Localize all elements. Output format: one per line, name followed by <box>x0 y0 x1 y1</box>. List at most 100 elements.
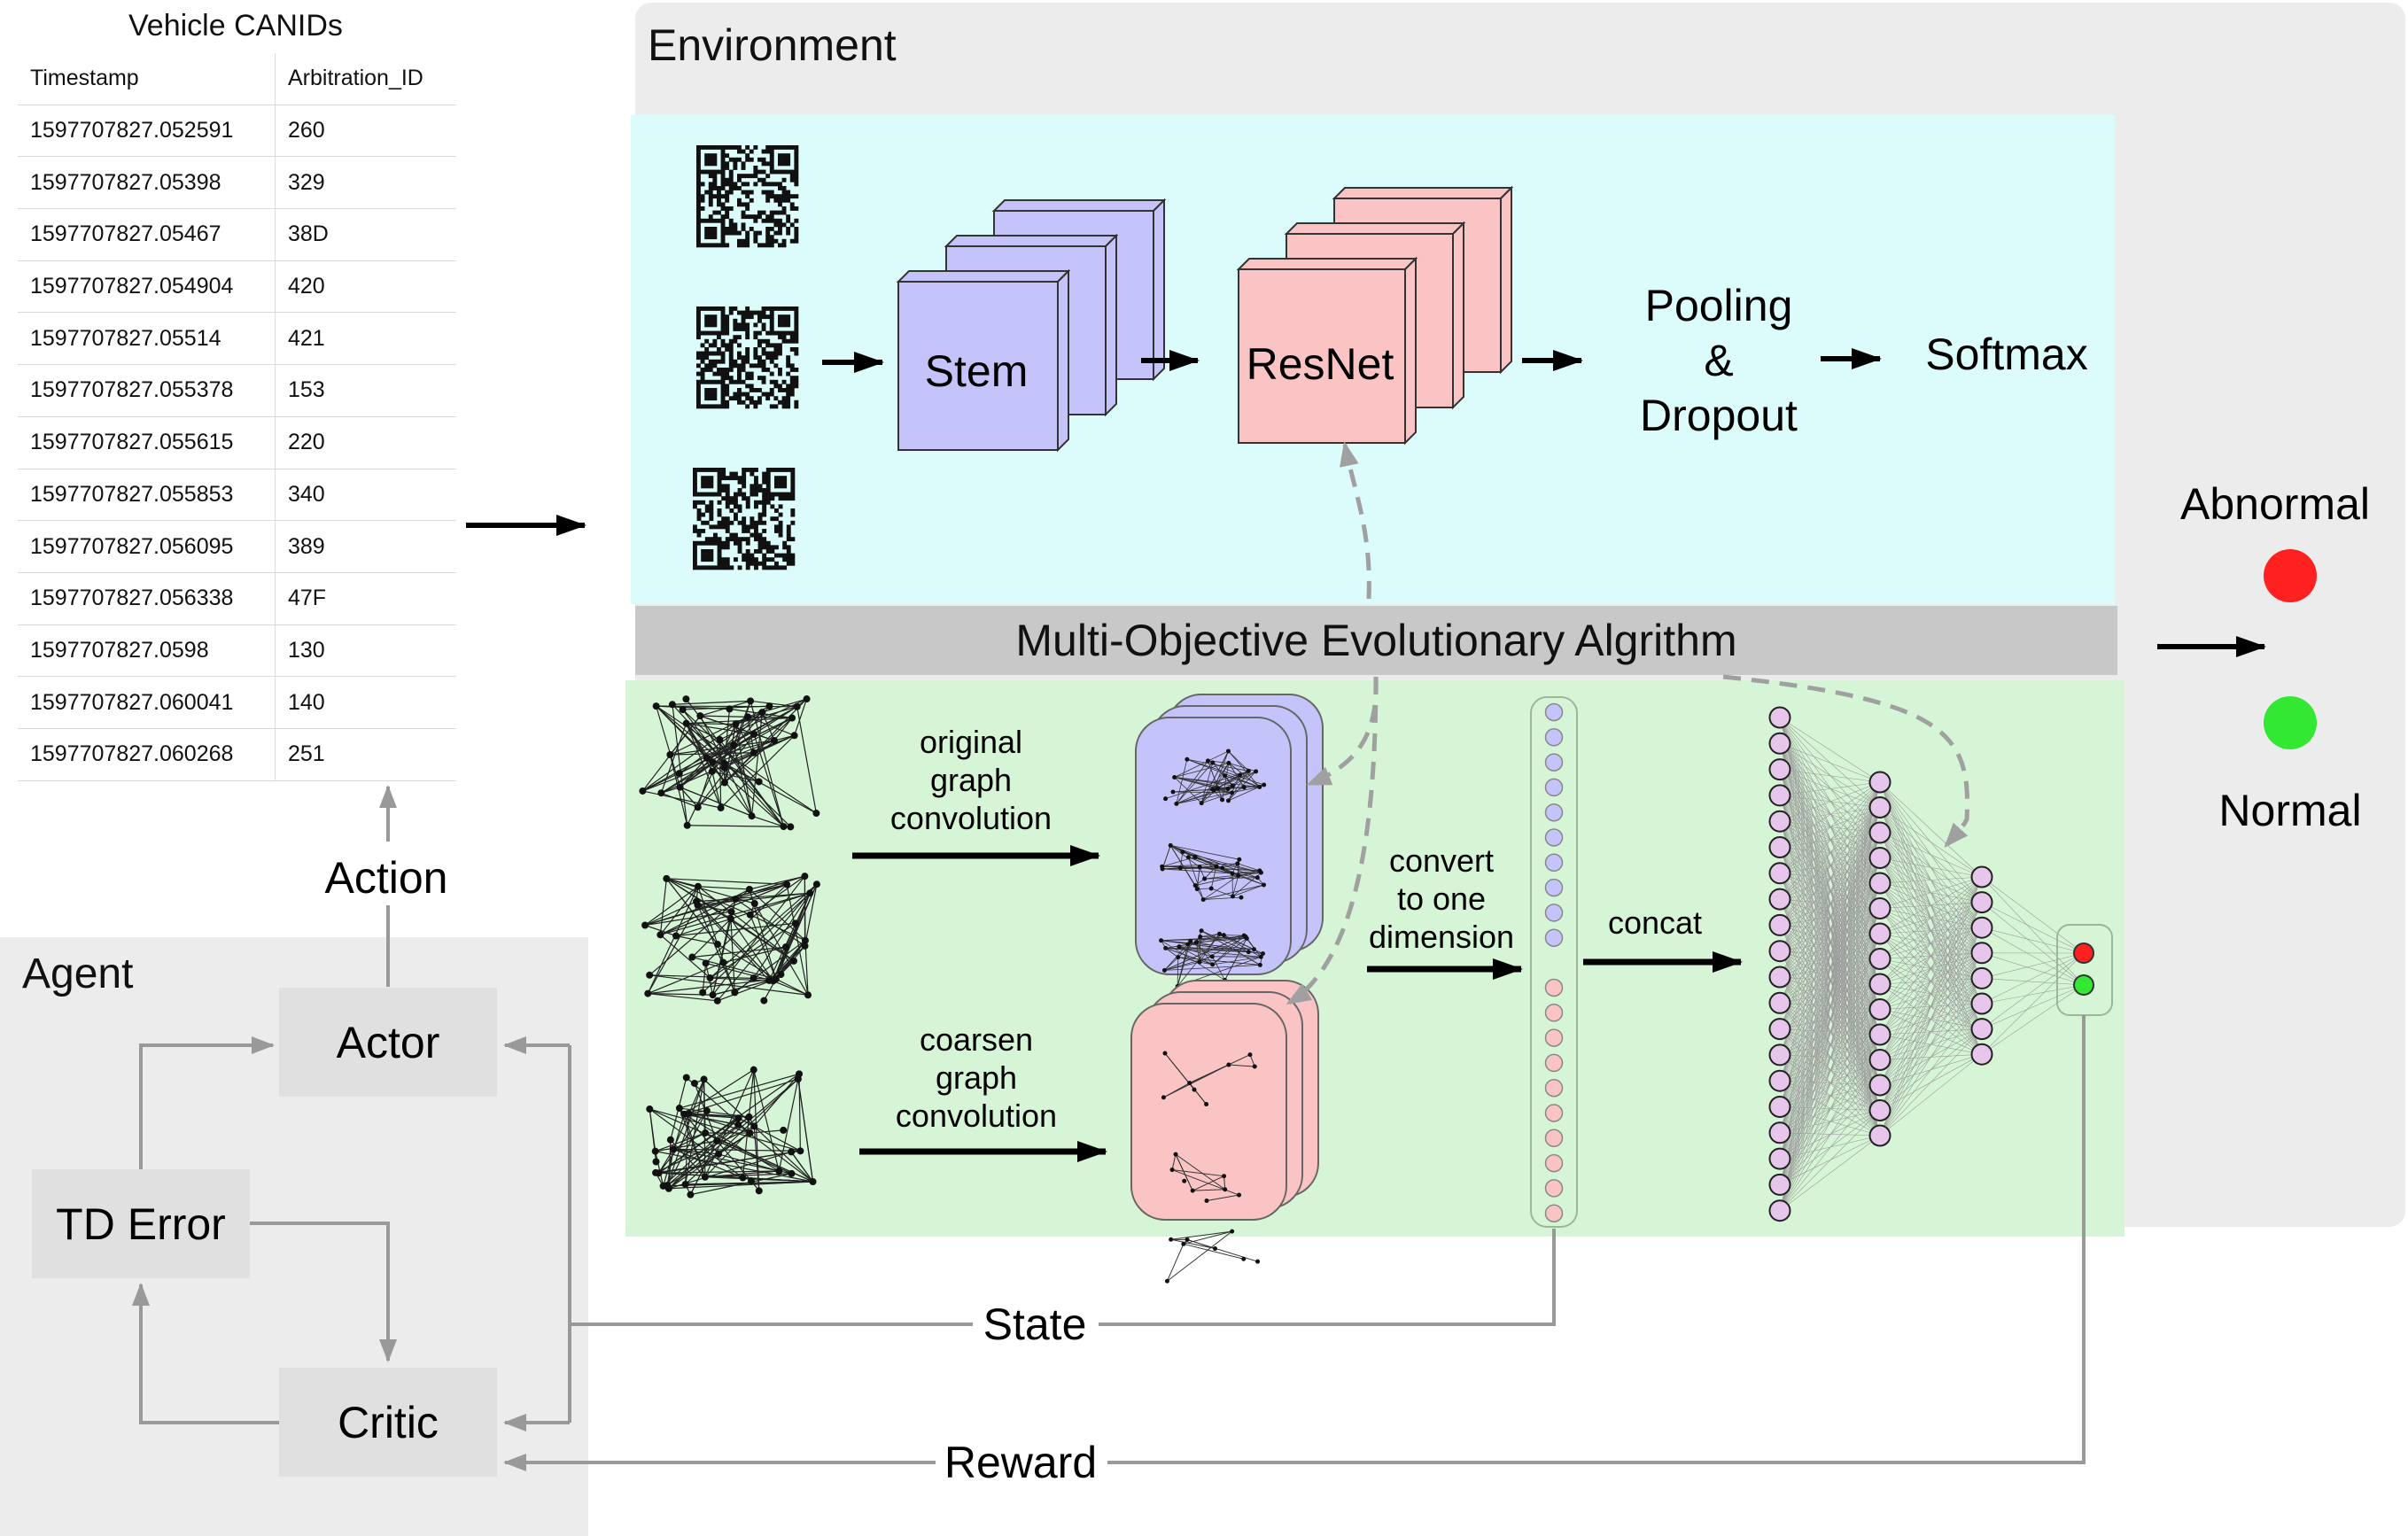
neuron-icon <box>1868 1049 1891 1071</box>
neuron-icon <box>1768 836 1791 858</box>
table-cell: 1597707827.054904 <box>18 260 276 314</box>
abnormal-label: Abnormal <box>2180 479 2370 529</box>
td-error-box <box>32 1169 250 1278</box>
gcn-output-normal-neuron <box>2073 974 2094 996</box>
table-cell: 1597707827.060268 <box>18 728 276 781</box>
critic-to-td-arrow <box>132 1283 279 1424</box>
table-cell: 251 <box>275 728 456 781</box>
table-cell: 1597707827.055853 <box>18 469 276 522</box>
stem-block: Stem <box>896 198 1167 453</box>
stem-label: Stem <box>925 346 1029 396</box>
actor-label: Actor <box>337 1018 440 1067</box>
neuron-icon <box>1868 771 1891 794</box>
neuron-icon <box>1868 1124 1891 1147</box>
table-cell: 389 <box>275 520 456 573</box>
table-cell: 1597707827.0598 <box>18 624 276 678</box>
original-gc-line-2: graph <box>930 762 1012 798</box>
qr-code-icon <box>696 145 799 248</box>
neuron-icon <box>1768 1096 1791 1118</box>
neuron-icon <box>1544 853 1564 873</box>
neuron-icon <box>1970 916 1993 939</box>
actor-box <box>279 988 497 1097</box>
td-to-actor-arrow <box>139 1036 275 1169</box>
neuron-icon <box>1970 1018 1993 1041</box>
neuron-icon <box>1544 1053 1564 1073</box>
neuron-icon <box>1868 796 1891 818</box>
convert-line-1: convert <box>1389 842 1494 879</box>
normal-label: Normal <box>2218 786 2361 835</box>
neuron-icon <box>1544 1129 1564 1148</box>
neuron-icon <box>1544 1179 1564 1198</box>
neuron-icon <box>1544 1104 1564 1122</box>
neuron-icon <box>1868 897 1891 919</box>
neuron-icon <box>1768 784 1791 807</box>
table-cell: 329 <box>275 156 456 210</box>
table-cell: 1597707827.056338 <box>18 572 276 625</box>
moea-label: Multi-Objective Evolutionary Algrithm <box>1015 616 1737 665</box>
original-gc-output-stack <box>1135 694 1324 989</box>
table-header-cell: Timestamp <box>18 53 276 105</box>
original-gc-line-1: original <box>920 724 1022 760</box>
table-cell: 140 <box>275 676 456 729</box>
dense-connections <box>1779 717 2085 1211</box>
pooling-label-2: & <box>1704 336 1733 385</box>
critic-label: Critic <box>338 1398 439 1447</box>
td-error-label: TD Error <box>56 1199 226 1249</box>
neuron-icon <box>1544 702 1564 722</box>
table-cell: 153 <box>275 364 456 417</box>
neuron-icon <box>1768 1018 1791 1041</box>
table-cell: 38D <box>275 208 456 261</box>
neuron-icon <box>1544 828 1564 847</box>
neuron-icon <box>1768 940 1791 963</box>
state-label: State <box>983 1299 1087 1349</box>
concat-label: concat <box>1608 904 1702 941</box>
table-cell: 1597707827.060041 <box>18 676 276 729</box>
gcn-output-abnormal-neuron <box>2073 943 2094 964</box>
coarsen-gc-output-stack <box>1130 980 1319 1284</box>
neuron-icon <box>1768 991 1791 1014</box>
neuron-icon <box>1544 978 1564 997</box>
graph-network-icon <box>1159 928 1265 989</box>
resnet-label: ResNet <box>1247 339 1394 389</box>
neuron-icon <box>1970 1043 1993 1066</box>
neuron-icon <box>1768 810 1791 833</box>
td-to-critic-arrow <box>250 1222 397 1362</box>
neuron-icon <box>1868 1074 1891 1097</box>
neuron-icon <box>1544 728 1564 747</box>
convert-line-3: dimension <box>1369 919 1514 955</box>
table-cell: 1597707827.055615 <box>18 416 276 469</box>
table-cell: 1597707827.05467 <box>18 208 276 261</box>
neuron-icon <box>1544 1078 1564 1098</box>
resnet-block: ResNet <box>1236 185 1514 446</box>
table-cell: 220 <box>275 416 456 469</box>
pooling-label-1: Pooling <box>1645 281 1793 330</box>
neuron-icon <box>1868 948 1891 970</box>
neuron-icon <box>1868 847 1891 869</box>
table-cell: 1597707827.05398 <box>18 156 276 210</box>
table-header-cell: Arbitration_ID <box>275 53 456 105</box>
abnormal-indicator <box>2264 549 2317 602</box>
table-cell: 130 <box>275 624 456 678</box>
neuron-icon <box>1868 998 1891 1020</box>
neuron-icon <box>1768 1043 1791 1067</box>
neuron-icon <box>1970 891 1993 914</box>
agent-title: Agent <box>22 950 134 997</box>
graph-network-icon <box>641 873 820 1005</box>
softmax-label: Softmax <box>1925 330 2087 379</box>
moea-to-dense-arrow <box>1722 674 1969 848</box>
pooling-label-3: Dropout <box>1640 391 1798 440</box>
neuron-icon <box>1544 753 1564 772</box>
neuron-icon <box>1544 778 1564 797</box>
neuron-icon <box>1768 1199 1791 1222</box>
